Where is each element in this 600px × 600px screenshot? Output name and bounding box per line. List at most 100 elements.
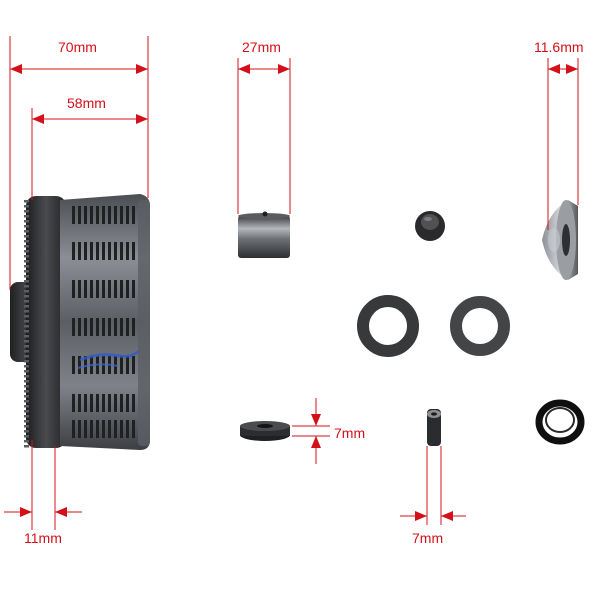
basket-slot	[84, 280, 87, 298]
thin-spacer	[427, 409, 441, 446]
dimension-label-clutch-hub: 11mm	[24, 530, 62, 546]
dimension-label-bushing-width: 11.6mm	[534, 39, 584, 55]
gear-tooth	[24, 385, 29, 388]
gear-tooth	[24, 425, 29, 428]
basket-slot	[90, 206, 93, 224]
basket-slot	[96, 280, 99, 298]
basket-slot	[90, 280, 93, 298]
rubber-ring	[535, 399, 585, 445]
gear-tooth	[24, 250, 29, 253]
gear-tooth	[24, 305, 29, 308]
basket-slot	[108, 242, 111, 260]
basket-slot	[126, 394, 129, 412]
basket-slot	[132, 394, 135, 412]
gear-tooth	[24, 300, 29, 303]
basket-slot	[126, 242, 129, 260]
gear-tooth	[24, 380, 29, 383]
gear-tooth	[24, 220, 29, 223]
basket-slot	[114, 318, 117, 336]
gear-tooth	[24, 350, 29, 353]
gear-tooth	[24, 260, 29, 263]
basket-slot	[72, 206, 75, 224]
basket-slot	[132, 318, 135, 336]
gear-tooth	[24, 375, 29, 378]
basket-slot	[108, 280, 111, 298]
gear-tooth	[24, 390, 29, 393]
gear-tooth	[24, 330, 29, 333]
basket-slot	[120, 394, 123, 412]
basket-slot	[84, 242, 87, 260]
basket-slot	[132, 356, 135, 374]
basket-slot	[120, 242, 123, 260]
basket-slot	[114, 206, 117, 224]
dimension-label-clutch-overall: 70mm	[58, 39, 97, 55]
basket-slot	[96, 242, 99, 260]
gear-tooth	[24, 345, 29, 348]
gear-tooth	[24, 210, 29, 213]
dimension-label-sleeve-length: 27mm	[242, 39, 281, 55]
gear-tooth	[24, 370, 29, 373]
gear-tooth	[24, 445, 29, 448]
flat-washer-right	[450, 296, 510, 356]
gear-tooth	[24, 430, 29, 433]
basket-slot	[126, 420, 129, 438]
basket-slot	[96, 318, 99, 336]
gear-tooth	[24, 245, 29, 248]
basket-slot	[72, 356, 75, 374]
gear-tooth	[24, 355, 29, 358]
basket-slot	[132, 242, 135, 260]
gear-tooth	[24, 440, 29, 443]
gear-tooth	[24, 290, 29, 293]
basket-slot	[120, 318, 123, 336]
basket-slot	[84, 318, 87, 336]
basket-slots	[72, 206, 135, 438]
basket-slot	[114, 242, 117, 260]
basket-slot	[96, 394, 99, 412]
basket-slot	[108, 420, 111, 438]
basket-slot	[78, 242, 81, 260]
basket-slot	[102, 206, 105, 224]
gear-tooth	[24, 285, 29, 288]
gear-tooth	[24, 320, 29, 323]
nut	[240, 421, 290, 441]
gear-tooth	[24, 360, 29, 363]
basket-slot	[78, 394, 81, 412]
gear-tooth	[24, 205, 29, 208]
basket-slot	[78, 280, 81, 298]
basket-slot	[132, 206, 135, 224]
basket-slot	[78, 206, 81, 224]
gear-tooth	[24, 265, 29, 268]
gear-tooth	[24, 400, 29, 403]
basket-slot	[108, 206, 111, 224]
basket-slot	[114, 280, 117, 298]
gear-tooth	[24, 235, 29, 238]
gear-tooth	[24, 415, 29, 418]
basket-slot	[132, 280, 135, 298]
gear-teeth	[24, 200, 29, 448]
basket-slot	[108, 394, 111, 412]
dimension-label-spacer-width: 7mm	[412, 530, 444, 546]
dimension-label-nut-height: 7mm	[334, 425, 366, 441]
basket-slot	[120, 356, 123, 374]
gear-tooth	[24, 200, 29, 203]
dimension-lines	[4, 36, 579, 530]
basket-slot	[72, 394, 75, 412]
clutch-assembly	[10, 194, 150, 450]
basket-slot	[78, 356, 81, 374]
gear-tooth	[24, 335, 29, 338]
basket-slot	[90, 420, 93, 438]
gear-tooth	[24, 420, 29, 423]
basket-slot	[96, 206, 99, 224]
flat-washer-left	[357, 295, 419, 357]
basket-slot	[72, 318, 75, 336]
gear-tooth	[24, 315, 29, 318]
gear-tooth	[24, 230, 29, 233]
rubber-grommet	[415, 211, 445, 241]
basket-slot	[126, 318, 129, 336]
basket-slot	[120, 420, 123, 438]
basket-slot	[84, 420, 87, 438]
gear-tooth	[24, 340, 29, 343]
basket-slot	[96, 420, 99, 438]
basket-slot	[102, 420, 105, 438]
